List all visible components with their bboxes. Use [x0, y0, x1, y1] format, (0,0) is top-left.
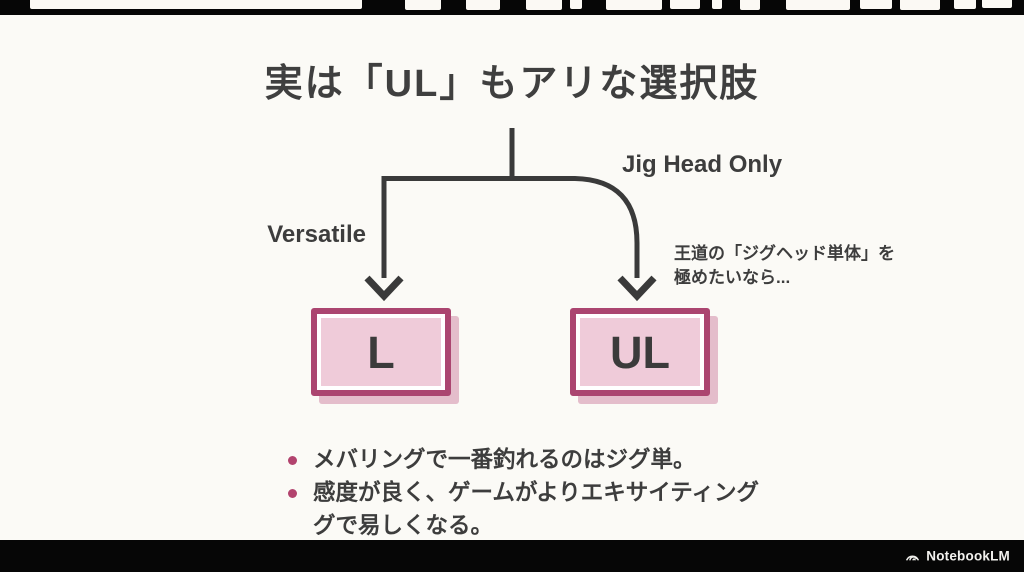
- left-arrowhead-icon: [364, 275, 404, 302]
- top-bar-dash: [900, 0, 940, 10]
- page-title: 実は「UL」もアリな選択肢: [264, 63, 760, 105]
- top-bar-dash: [30, 0, 362, 9]
- right-branch-note: 王道の「ジグヘッド単体」を 極めたいなら...: [674, 244, 895, 287]
- top-letterbox-bar: [0, 0, 1024, 15]
- node-box-l-fill: L: [321, 318, 441, 386]
- node-box-ul: UL: [570, 308, 710, 396]
- top-bar-dash: [526, 0, 562, 10]
- left-branch-line: [381, 176, 514, 278]
- bullet-dot-icon: [288, 489, 297, 498]
- right-branch-line: [510, 176, 640, 278]
- list-item: メバリングで一番釣れるのはジグ単。: [288, 443, 759, 476]
- top-bar-dash: [712, 0, 722, 9]
- top-bar-dash: [570, 0, 582, 9]
- node-l-label: L: [367, 326, 395, 378]
- top-bar-dash: [786, 0, 850, 10]
- notebooklm-watermark: NotebookLM: [905, 549, 1010, 564]
- bottom-letterbox-bar: NotebookLM: [0, 540, 1024, 572]
- node-ul-label: UL: [610, 326, 670, 378]
- node-box-ul-fill: UL: [580, 318, 700, 386]
- top-bar-dash: [982, 0, 1012, 8]
- list-item: 感度が良く、ゲームがよりエキサイティング グで易しくなる。: [288, 476, 759, 542]
- top-bar-dash: [405, 0, 441, 10]
- top-bar-dash: [860, 0, 892, 9]
- watermark-label: NotebookLM: [926, 548, 1010, 564]
- bullet-text: メバリングで一番釣れるのはジグ単。: [313, 447, 696, 472]
- bullet-text: 感度が良く、ゲームがよりエキサイティング グで易しくなる。: [313, 480, 759, 538]
- right-branch-label: Jig Head Only: [622, 151, 783, 178]
- top-bar-dash: [954, 0, 976, 9]
- bullet-list: メバリングで一番釣れるのはジグ単。 感度が良く、ゲームがよりエキサイティング グ…: [288, 443, 759, 542]
- right-arrowhead-icon: [617, 275, 657, 302]
- notebooklm-logo-icon: [906, 555, 920, 561]
- node-box-l: L: [311, 308, 451, 396]
- left-branch-label: Versatile: [267, 221, 366, 248]
- top-bar-dash: [670, 0, 700, 9]
- top-bar-dash: [740, 0, 760, 10]
- top-bar-dash: [466, 0, 500, 10]
- bullet-dot-icon: [288, 456, 297, 465]
- top-bar-dash: [606, 0, 662, 10]
